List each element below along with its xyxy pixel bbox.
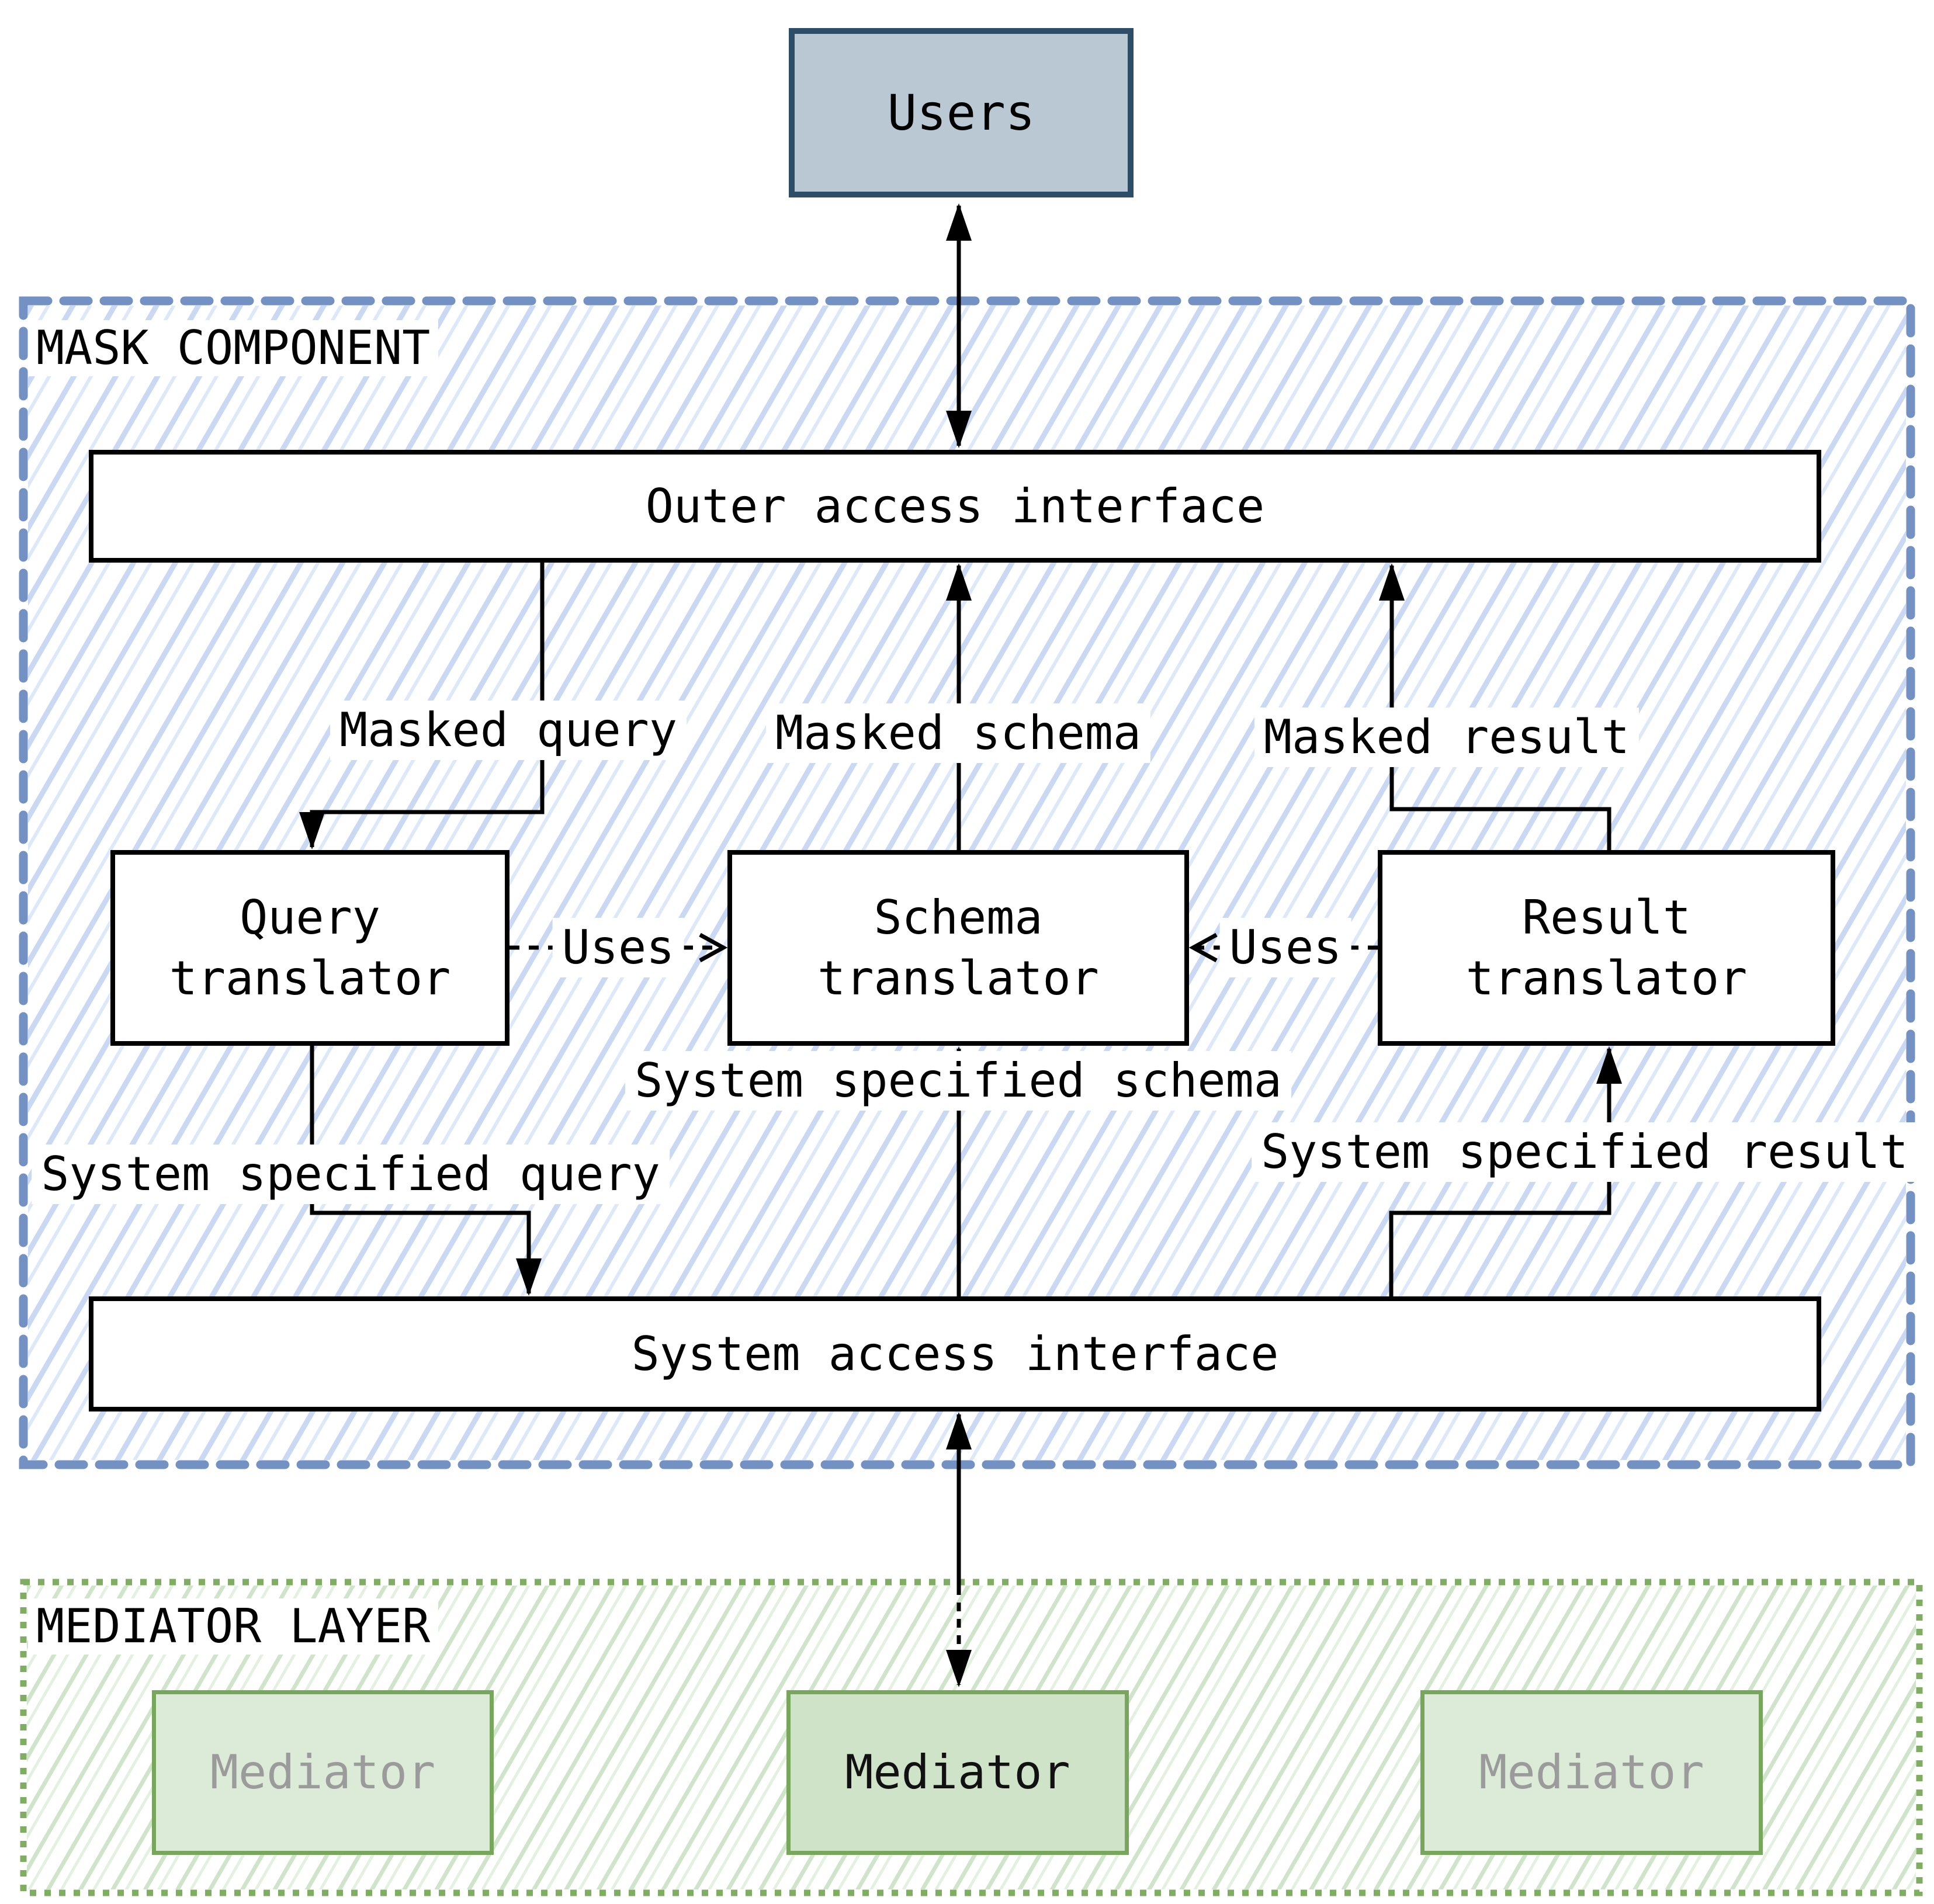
result-translator-box: Result translator [1378,850,1835,1046]
query-translator-line1: Query [240,890,380,945]
masked-schema-label: Masked schema [765,703,1151,763]
mediator-layer-title: MEDIATOR LAYER [28,1598,439,1655]
query-translator-line2: translator [169,951,451,1005]
mask-component-title: MASK COMPONENT [28,320,439,376]
arrow-masked-result [1379,563,1611,850]
users-label: Users [887,84,1035,141]
result-translator-line1: Result [1522,890,1691,945]
mediator-center-label: Mediator [845,1745,1070,1799]
outer-access-interface-bar: Outer access interface [89,450,1821,563]
system-specified-schema-label: System specified schema [625,1051,1291,1111]
system-specified-result-label: System specified result [1252,1122,1918,1182]
outer-access-interface-label: Outer access interface [645,478,1265,533]
mediator-box-left: Mediator [152,1690,494,1855]
masked-result-label: Masked result [1254,708,1640,767]
system-specified-query-label: System specified query [32,1145,670,1204]
system-access-interface-label: System access interface [631,1326,1279,1381]
uses-left-label: Uses [552,918,684,977]
mediator-left-label: Mediator [210,1745,436,1799]
result-translator-line2: translator [1465,951,1748,1005]
arrow-system-query [310,1046,542,1296]
mediator-box-center: Mediator [786,1690,1129,1855]
mediator-layer-border [20,1579,1923,1896]
query-translator-box: Query translator [110,850,510,1046]
schema-translator-line2: translator [817,951,1099,1005]
system-access-interface-bar: System access interface [89,1296,1821,1411]
mediator-right-label: Mediator [1479,1745,1704,1799]
mediator-box-right: Mediator [1420,1690,1763,1855]
arrow-masked-query [299,563,545,849]
uses-right-label: Uses [1219,918,1351,977]
users-box: Users [789,28,1134,197]
masked-query-label: Masked query [330,700,687,760]
schema-translator-box: Schema translator [727,850,1189,1046]
schema-translator-line1: Schema [874,890,1043,945]
